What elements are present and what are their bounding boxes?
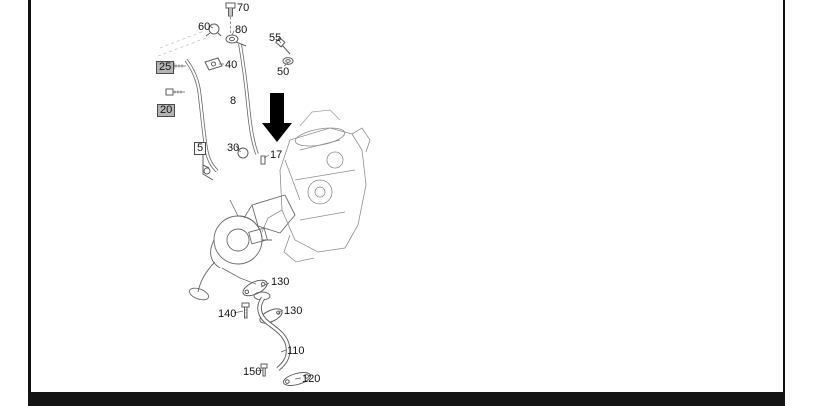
part-label-60: 60 <box>198 21 211 33</box>
part-label-30: 30 <box>227 142 240 154</box>
part-label-8: 8 <box>230 95 237 107</box>
part-label-50: 50 <box>277 66 290 78</box>
construction-lines <box>157 30 207 57</box>
part-label-130b: 130 <box>284 305 303 317</box>
attention-arrow-icon <box>262 93 292 142</box>
part-label-25: 25 <box>156 61 175 74</box>
part-label-40: 40 <box>225 59 238 71</box>
left-frame-border <box>28 0 31 406</box>
part-label-5: 5 <box>194 142 207 155</box>
part-label-20: 20 <box>157 104 176 117</box>
bottom-frame-bar <box>28 392 785 406</box>
right-frame-border <box>783 0 785 406</box>
part-label-120: 120 <box>302 373 321 385</box>
part-label-150: 150 <box>243 366 262 378</box>
turbocharger-art <box>188 194 296 301</box>
part-label-70: 70 <box>237 2 250 14</box>
part-label-140: 140 <box>218 308 237 320</box>
part-label-55: 55 <box>269 32 282 44</box>
leader-lines <box>208 25 302 380</box>
part-label-110: 110 <box>287 345 305 357</box>
bottom-fasteners-flanges <box>241 279 312 386</box>
part-label-130a: 130 <box>271 276 290 288</box>
engine-block-art <box>261 109 371 263</box>
oil-supply-pipes <box>184 41 259 173</box>
oil-return-pipe-art <box>253 291 291 371</box>
part-label-17: 17 <box>270 149 283 161</box>
part-label-80: 80 <box>235 24 248 36</box>
